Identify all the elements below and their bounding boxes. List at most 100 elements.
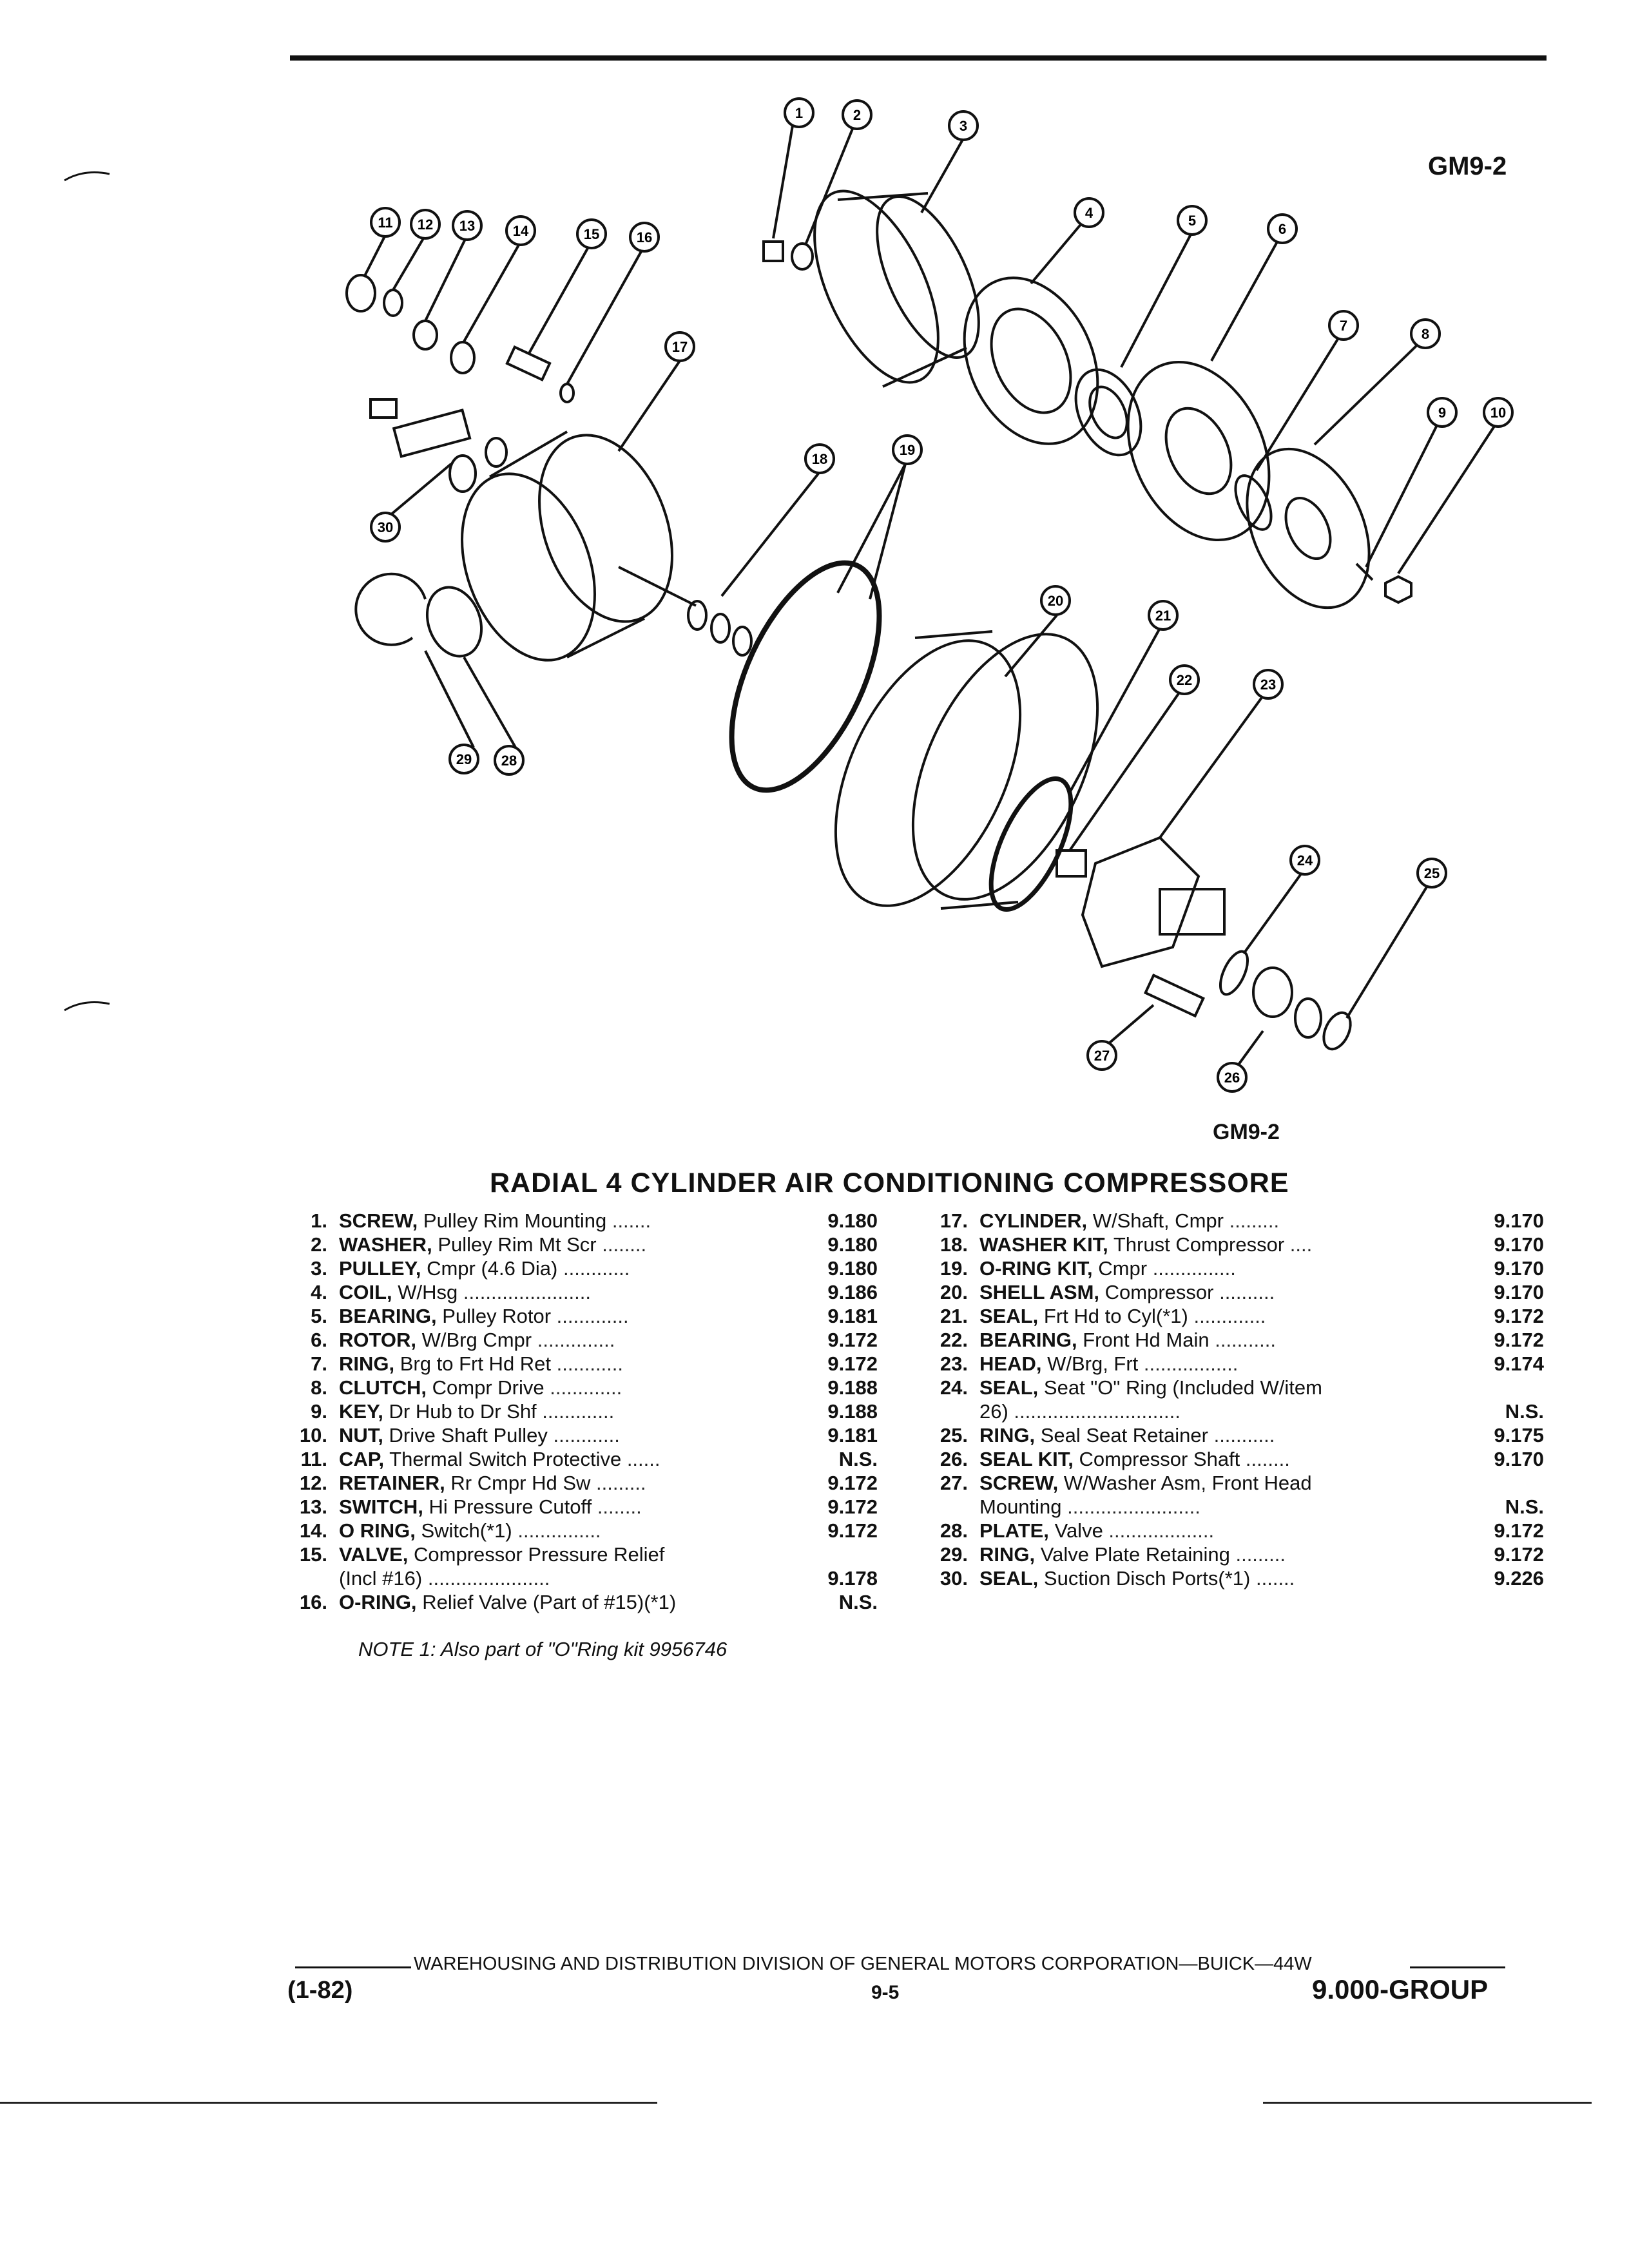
part-cylinder [461, 430, 697, 662]
part-number: 30. [940, 1567, 968, 1590]
part-description: Mounting ........................ [979, 1495, 1467, 1519]
leader-dots: ........... [1208, 1424, 1275, 1446]
part-detail: Thermal Switch Protective [389, 1448, 622, 1470]
parts-row: 8.CLUTCH, Compr Drive .............9.188 [272, 1376, 878, 1399]
leader-dots: ........................ [1061, 1495, 1200, 1518]
group-number: 9.172 [827, 1495, 878, 1518]
part-number: 28. [940, 1519, 968, 1542]
parts-row: 22.BEARING, Front Hd Main ...........9.1… [912, 1328, 1544, 1352]
part-number: 27. [940, 1472, 968, 1494]
part-number: 26. [940, 1448, 968, 1470]
svg-text:11: 11 [378, 215, 392, 231]
parts-row: (Incl #16) ......................9.178 [272, 1566, 878, 1590]
group-number: 9.170 [1494, 1233, 1544, 1256]
leader-dots: ...................... [422, 1567, 550, 1590]
part-shell [834, 630, 1099, 910]
part-number: 13. [299, 1495, 327, 1518]
svg-text:27: 27 [1094, 1048, 1110, 1064]
leader-dots: ............. [536, 1400, 615, 1423]
part-name: BEARING, [979, 1329, 1077, 1351]
group-number: 9.172 [827, 1352, 878, 1375]
callout-24: 24 [1289, 845, 1320, 876]
leader-dots: .............................. [1008, 1400, 1181, 1423]
group-number: 9.188 [827, 1376, 878, 1399]
part-name: SEAL, [979, 1376, 1039, 1399]
part-name: WASHER, [339, 1233, 432, 1256]
svg-text:23: 23 [1260, 677, 1276, 693]
part-name: COIL, [339, 1281, 392, 1303]
part-number: 17. [940, 1209, 968, 1232]
parts-row: 12.RETAINER, Rr Cmpr Hd Sw .........9.17… [272, 1471, 878, 1495]
svg-text:2: 2 [853, 107, 861, 123]
group-number: 9.172 [827, 1329, 878, 1351]
group-number: 9.172 [1494, 1519, 1544, 1542]
group-number: 9.170 [1494, 1257, 1544, 1280]
svg-text:8: 8 [1422, 326, 1429, 342]
part-detail: Frt Hd to Cyl(*1) [1043, 1305, 1188, 1327]
leader-dots: ......... [1229, 1543, 1286, 1566]
svg-text:22: 22 [1177, 672, 1192, 688]
part-detail: Pulley Rim Mounting [423, 1209, 607, 1232]
group-number: 9.170 [1494, 1448, 1544, 1470]
parts-row: 2.WASHER, Pulley Rim Mt Scr ........9.18… [272, 1233, 878, 1256]
part-seal-suction [448, 454, 477, 493]
callout-26: 26 [1217, 1062, 1248, 1093]
part-detail: Cmpr (4.6 Dia) [427, 1257, 558, 1280]
part-description: CAP, Thermal Switch Protective ...... [339, 1447, 800, 1471]
part-number: 23. [940, 1352, 968, 1375]
svg-text:12: 12 [418, 216, 433, 233]
callout-11: 11 [370, 207, 401, 238]
svg-text:5: 5 [1188, 213, 1196, 229]
part-number: 10. [299, 1424, 327, 1446]
svg-text:9: 9 [1438, 405, 1446, 421]
part-name: HEAD, [979, 1352, 1042, 1375]
footer-division: WAREHOUSING AND DISTRIBUTION DIVISION OF… [414, 1954, 1312, 1974]
svg-text:29: 29 [456, 751, 472, 767]
parts-row: 19.O-RING KIT, Cmpr ...............9.170 [912, 1256, 1544, 1280]
part-detail: W/Brg Cmpr [421, 1329, 532, 1351]
part-name: PULLEY, [339, 1257, 421, 1280]
part-retainer [383, 289, 403, 317]
part-description: PLATE, Valve ................... [979, 1519, 1467, 1542]
part-seal-kit-b [1294, 997, 1322, 1039]
part-number [912, 1495, 979, 1519]
callout-22: 22 [1169, 664, 1200, 695]
part-description: RING, Seal Seat Retainer ........... [979, 1423, 1467, 1447]
part-number: 21. [940, 1305, 968, 1327]
part-description: BEARING, Front Hd Main ........... [979, 1328, 1467, 1352]
part-number: 29. [940, 1543, 968, 1566]
callout-10: 10 [1483, 397, 1514, 428]
part-detail: Pulley Rim Mt Scr [438, 1233, 597, 1256]
part-o-ring-valve [559, 383, 575, 403]
part-bearing-pulley-rotor [1074, 368, 1142, 457]
group-number: N.S. [1505, 1400, 1544, 1423]
group-number: 9.180 [827, 1233, 878, 1256]
parts-row: 10.NUT, Drive Shaft Pulley ............9… [272, 1423, 878, 1447]
footer-rule-left [295, 1966, 411, 1968]
svg-text:17: 17 [672, 339, 688, 355]
part-name: CLUTCH, [339, 1376, 427, 1399]
part-number: 14. [299, 1519, 327, 1542]
svg-text:13: 13 [459, 218, 475, 234]
svg-text:16: 16 [637, 229, 652, 245]
callout-12: 12 [410, 209, 441, 240]
group-number: 9.180 [827, 1257, 878, 1280]
callout-3: 3 [948, 110, 979, 141]
part-number: 19. [940, 1257, 968, 1280]
part-number [912, 1399, 979, 1423]
diagram-code-bottom: GM9-2 [1213, 1120, 1280, 1144]
svg-text:3: 3 [959, 118, 967, 134]
part-number: 7. [311, 1352, 327, 1375]
part-number: 6. [311, 1329, 327, 1351]
group-number: 9.174 [1494, 1352, 1544, 1375]
part-description: NUT, Drive Shaft Pulley ............ [339, 1423, 800, 1447]
part-description: ROTOR, W/Brg Cmpr .............. [339, 1328, 800, 1352]
group-number [800, 1542, 878, 1566]
part-valve [505, 345, 552, 382]
callout-16: 16 [629, 222, 660, 253]
group-number [1467, 1376, 1544, 1399]
part-detail: Switch(*1) [421, 1519, 512, 1542]
part-name: O-RING, [339, 1591, 417, 1613]
leader-dots: .... [1284, 1233, 1313, 1256]
svg-text:6: 6 [1278, 221, 1286, 237]
